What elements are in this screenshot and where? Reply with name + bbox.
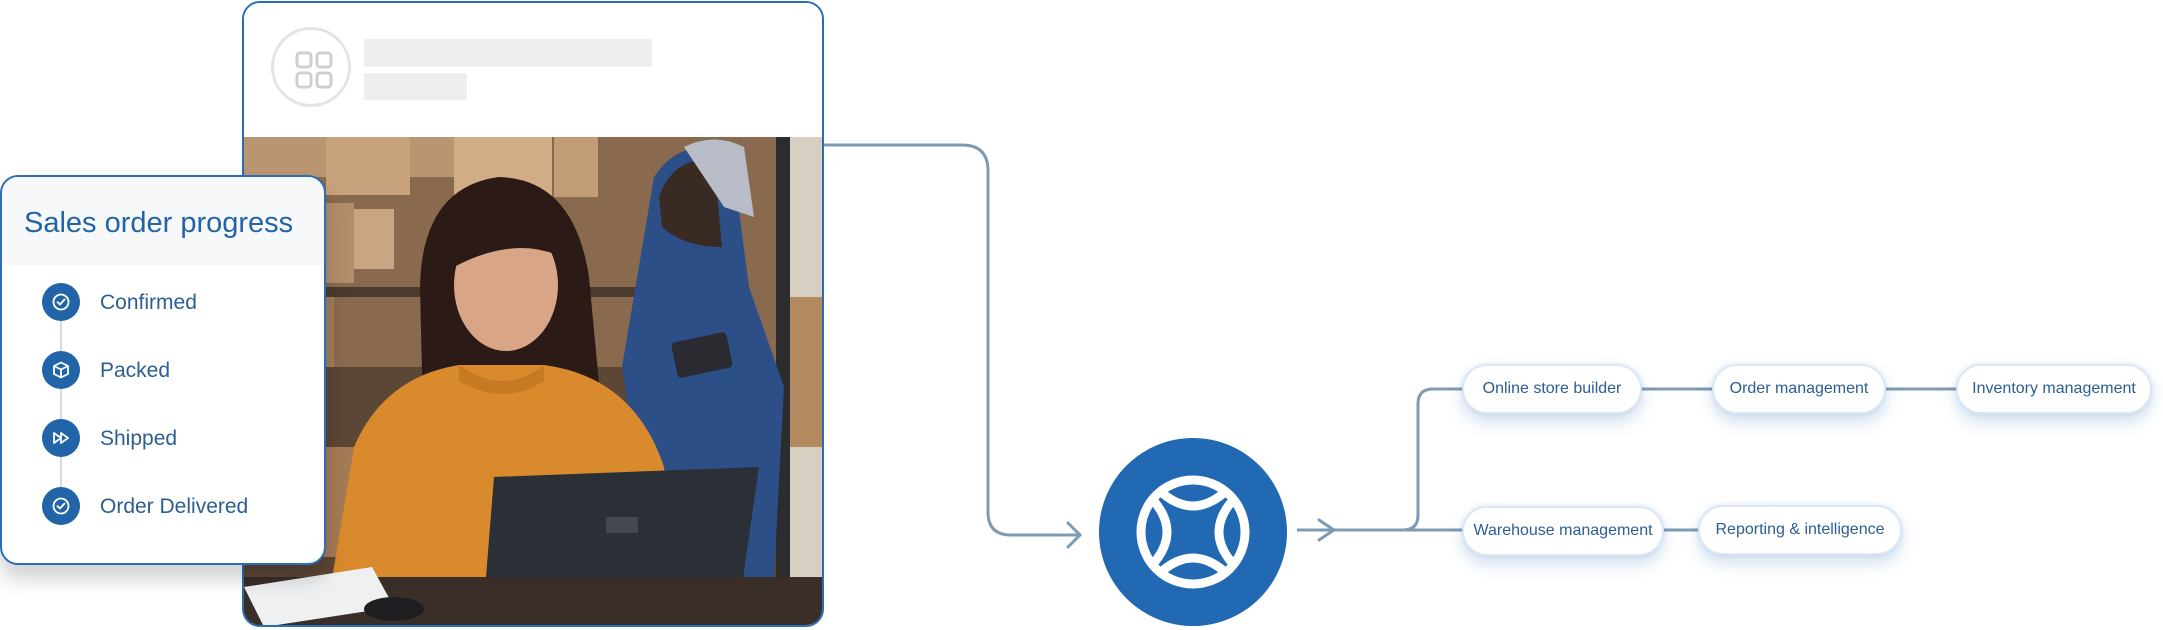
- module-online-store-builder[interactable]: Online store builder: [1462, 364, 1642, 414]
- warehouse-photo: [244, 137, 822, 625]
- placeholder-line-title: [364, 39, 652, 67]
- module-reporting-intelligence[interactable]: Reporting & intelligence: [1698, 505, 1902, 555]
- step-label: Shipped: [100, 427, 178, 450]
- check-circle-icon: [42, 487, 80, 525]
- step-label: Packed: [100, 359, 171, 382]
- connector-photo-to-hub: [824, 143, 1080, 537]
- step-packed: Packed: [42, 351, 312, 391]
- connector-hub-to-modules: [1297, 387, 1464, 532]
- hub-logo: [1099, 438, 1287, 626]
- globe-logo-icon: [1136, 475, 1250, 589]
- sales-order-progress-card: Sales order progress Confirmed Packed Sh…: [0, 175, 326, 565]
- step-order-delivered: Order Delivered: [42, 487, 312, 527]
- step-shipped: Shipped: [42, 419, 312, 459]
- arrow-head-hub-in: [1066, 521, 1083, 549]
- step-confirmed: Confirmed: [42, 283, 312, 323]
- grid-icon: [295, 51, 333, 89]
- progress-rail: [60, 305, 62, 509]
- photo-card: [242, 1, 824, 627]
- progress-card-title: Sales order progress: [24, 207, 294, 239]
- app-badge: [271, 27, 351, 107]
- card-header: [244, 3, 822, 137]
- step-label: Confirmed: [100, 291, 197, 314]
- module-inventory-management[interactable]: Inventory management: [1956, 364, 2152, 414]
- box-icon: [42, 351, 80, 389]
- module-warehouse-management[interactable]: Warehouse management: [1462, 506, 1664, 556]
- check-circle-icon: [42, 283, 80, 321]
- fast-forward-icon: [42, 419, 80, 457]
- progress-card-header: Sales order progress: [2, 177, 324, 265]
- placeholder-line-subtitle: [364, 73, 467, 100]
- module-order-management[interactable]: Order management: [1712, 364, 1886, 414]
- step-label: Order Delivered: [100, 495, 249, 518]
